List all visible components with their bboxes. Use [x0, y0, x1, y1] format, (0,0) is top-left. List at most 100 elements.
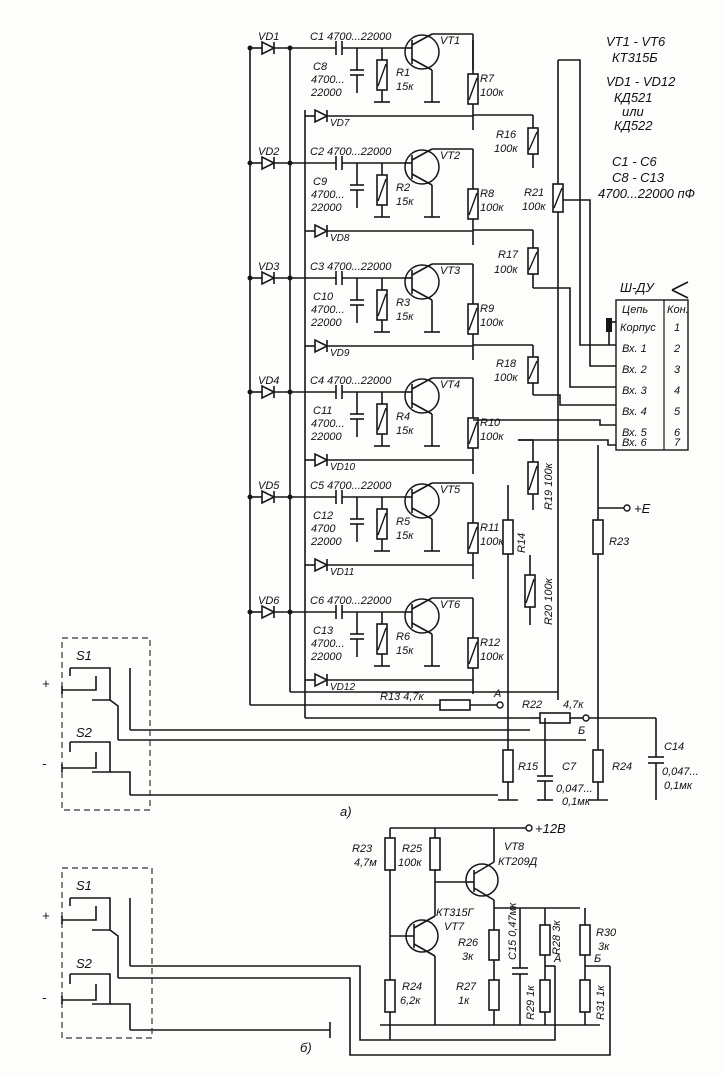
vd-feedback-label: VD7 [330, 118, 350, 129]
c14-value2: 0,1мк [664, 780, 693, 792]
vt8-transistor-icon [465, 863, 499, 897]
r-bias-value: 15к [396, 645, 414, 657]
r24b-label: R24 [402, 981, 422, 993]
r29-label: R29 1к [525, 985, 537, 1020]
conn-row-4-circuit: Вх. 3 [622, 385, 648, 397]
conn-row-5-circuit: Вх. 4 [622, 406, 647, 418]
transistor-label: VT6 [440, 599, 461, 611]
r23b-value: 4,7м [354, 857, 377, 869]
r28-label: R28 3к [551, 920, 563, 955]
r25-label: R25 [402, 843, 423, 855]
legend-line8: C8 - C13 [612, 170, 665, 185]
vd-input-label: VD6 [258, 595, 280, 607]
r16-value: 100к [494, 143, 518, 155]
transistor-label: VT2 [440, 150, 460, 162]
vd-input-label: VD5 [258, 480, 280, 492]
r25-value: 100к [398, 857, 422, 869]
cap-series-label: C6 4700...22000 [310, 595, 392, 607]
r-out-label: R8 [480, 188, 495, 200]
r30-value: 3к [598, 941, 610, 953]
r14-label: R14 [516, 533, 528, 553]
r13-label: R13 4,7к [380, 691, 425, 703]
r23a-label: R23 [609, 536, 630, 548]
node-b-b-label: Б [594, 953, 601, 965]
cap-shunt-value1: 4700 [311, 523, 336, 535]
legend: VT1 - VT6 КТ315Б VD1 - VD12 КД521 или КД… [598, 34, 695, 201]
minus-a-label: - [42, 756, 47, 771]
feedback-diode-icon [314, 108, 329, 124]
r30-label: R30 [596, 927, 617, 939]
legend-line9: 4700...22000 пФ [598, 186, 695, 201]
r18-label: R18 [496, 358, 517, 370]
node-b-label: Б [578, 725, 585, 737]
r24b-value: 6,2к [400, 995, 421, 1007]
r-bias-value: 15к [396, 530, 414, 542]
switch-s1b-icon [61, 897, 111, 931]
transistor-icon [404, 34, 440, 70]
cap-shunt-label: C11 [313, 405, 332, 417]
cap-shunt-label: C10 [313, 291, 334, 303]
feedback-diode-icon [314, 557, 329, 573]
r-bias-value: 15к [396, 196, 414, 208]
transistor-icon [404, 598, 440, 634]
vd-feedback-label: VD12 [330, 682, 355, 693]
r-bias-label: R5 [396, 516, 411, 528]
r-bias-label: R4 [396, 411, 410, 423]
node-a-b-label: А [553, 953, 561, 965]
legend-line4: КД521 [614, 90, 653, 105]
cap-series-label: C4 4700...22000 [310, 375, 392, 387]
conn-row-1-circuit: Корпус [620, 322, 656, 334]
r-bias-value: 15к [396, 425, 414, 437]
r21-value: 100к [522, 201, 546, 213]
cap-shunt-label: C13 [313, 625, 334, 637]
vd-feedback-label: VD8 [330, 233, 350, 244]
r-bias-value: 15к [396, 81, 414, 93]
cap-series-label: C2 4700...22000 [310, 146, 392, 158]
diode-icon [261, 489, 276, 505]
vt7-label: VT7 [444, 921, 465, 933]
cap-series-label: C5 4700...22000 [310, 480, 392, 492]
r24a-label: R24 [612, 761, 632, 773]
conn-row-7-circuit: Вх. 6 [622, 437, 648, 449]
vd-input-label: VD4 [258, 375, 279, 387]
connector-name: Ш-ДУ [620, 280, 655, 295]
cap-shunt-value2: 22000 [310, 431, 342, 443]
r21-label: R21 [524, 187, 544, 199]
r22-value: 4,7к [563, 699, 584, 711]
legend-line1: VT1 - VT6 [606, 34, 666, 49]
vd-input-label: VD1 [258, 31, 279, 43]
diode-icon [261, 40, 276, 56]
supply-12v-label: +12В [535, 821, 566, 836]
r17-value: 100к [494, 264, 518, 276]
r-out-label: R10 [480, 417, 501, 429]
switch-s2a-icon [61, 741, 111, 773]
feedback-diode-icon [314, 223, 329, 239]
cap-shunt-value2: 22000 [310, 202, 342, 214]
bottom-a: R13 4,7к А R22 4,7к Б C14 0,047... 0,1мк… [42, 637, 699, 819]
caption-b: б) [300, 1040, 312, 1055]
transistor-icon [404, 264, 440, 300]
conn-row-5-pin: 5 [674, 406, 681, 418]
vd-feedback-label: VD9 [330, 348, 350, 359]
feedback-diode-icon [314, 452, 329, 468]
cap-shunt-value1: 4700... [311, 638, 345, 650]
conn-row-2-circuit: Вх. 1 [622, 343, 647, 355]
transistor-label: VT3 [440, 265, 461, 277]
r16-label: R16 [496, 129, 517, 141]
minus-b-label: - [42, 990, 47, 1005]
r-out-value: 100к [480, 202, 504, 214]
r-out-value: 100к [480, 317, 504, 329]
r-out-value: 100к [480, 87, 504, 99]
vt8-label: VT8 [504, 841, 525, 853]
plug-icon [671, 281, 689, 299]
r20-label: R20 100к [543, 577, 555, 625]
cap-shunt-value1: 4700... [311, 74, 345, 86]
s2b-label: S2 [76, 956, 93, 971]
transistor-icon [404, 149, 440, 185]
plus-a-label: + [42, 676, 50, 691]
